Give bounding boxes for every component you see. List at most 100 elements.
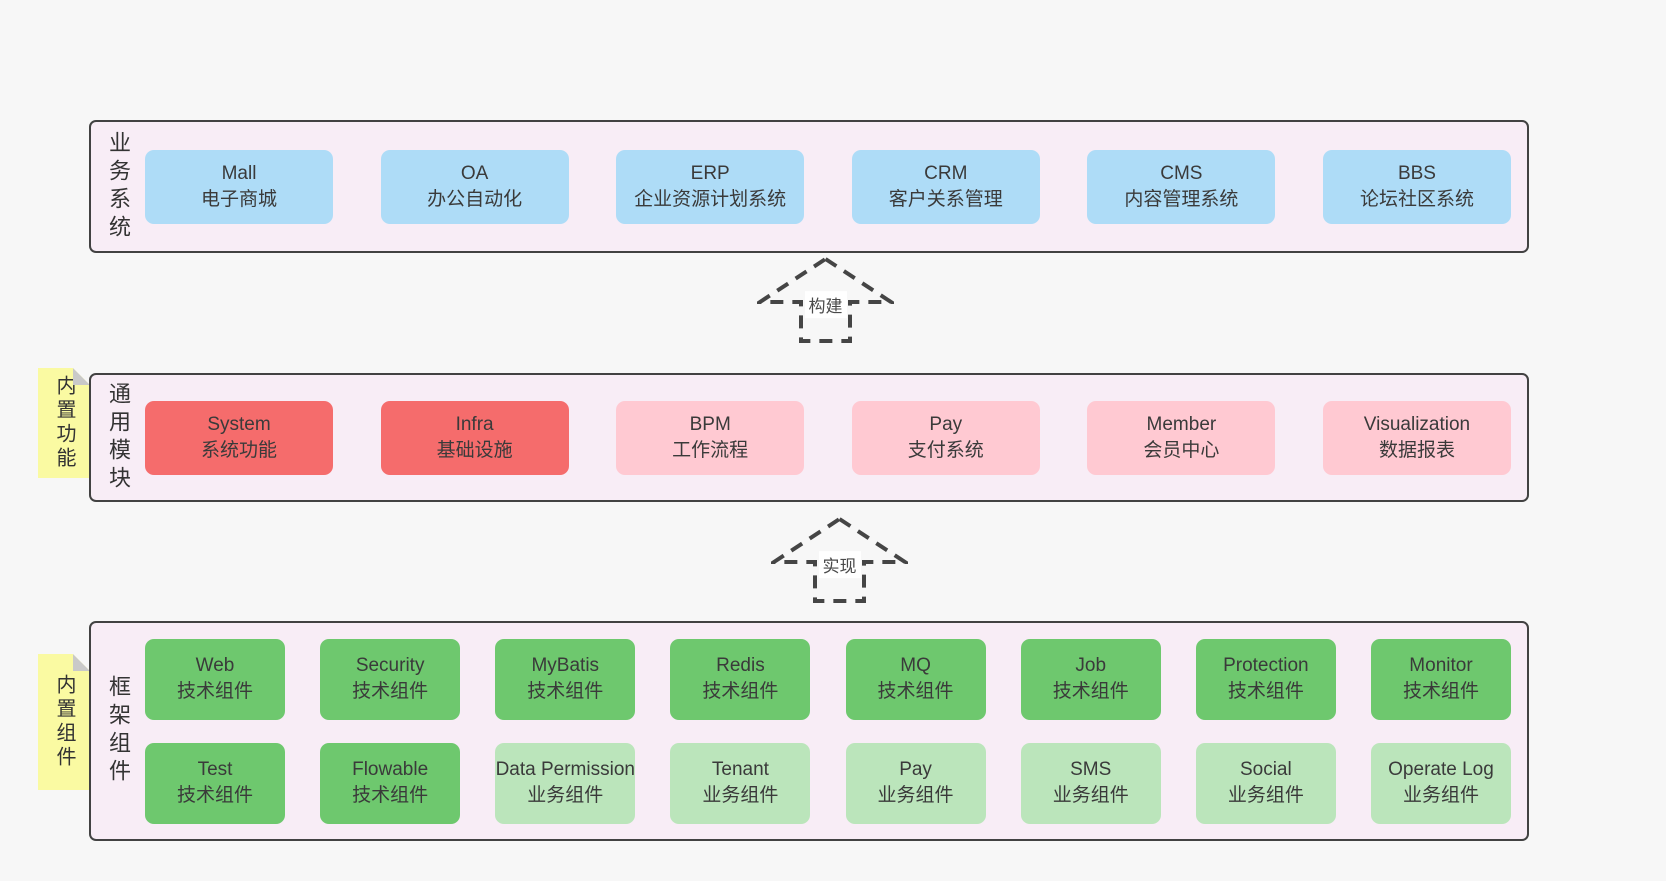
framework-boxes-rows: Web 技术组件 Security 技术组件 MyBatis 技术组件 Redi… xyxy=(145,623,1527,839)
box-title: Operate Log xyxy=(1388,759,1494,780)
box-job: Job 技术组件 xyxy=(1020,638,1161,720)
box-subtitle: 内容管理系统 xyxy=(1124,188,1239,210)
box-data-permission: Data Permission 业务组件 xyxy=(495,742,636,824)
box-subtitle: 办公自动化 xyxy=(427,188,523,210)
box-title: Visualization xyxy=(1363,413,1471,435)
box-title: ERP xyxy=(690,162,730,184)
section-label-text: 业务系统 xyxy=(106,130,131,243)
box-title: Security xyxy=(355,655,425,676)
box-oa: OA 办公自动化 xyxy=(380,149,569,224)
box-redis: Redis 技术组件 xyxy=(670,638,811,720)
section-label-text: 框架组件 xyxy=(106,675,131,787)
box-title: BBS xyxy=(1397,162,1436,184)
section-modules-label: 通用模块 xyxy=(91,375,145,500)
box-social: Social 业务组件 xyxy=(1195,742,1336,824)
box-visualization: Visualization 数据报表 xyxy=(1322,400,1511,475)
folded-corner-icon xyxy=(73,368,90,385)
section-common-modules: 通用模块 System 系统功能 Infra 基础设施 BPM 工作流程 Pay… xyxy=(89,373,1529,502)
box-tenant: Tenant 业务组件 xyxy=(670,742,811,824)
box-subtitle: 业务组件 xyxy=(1052,785,1129,806)
box-subtitle: 基础设施 xyxy=(436,439,513,461)
box-crm: CRM 客户关系管理 xyxy=(851,149,1040,224)
folded-corner-icon xyxy=(73,654,90,671)
box-security: Security 技术组件 xyxy=(320,638,461,720)
section-framework-label: 框架组件 xyxy=(91,623,145,839)
box-subtitle: 技术组件 xyxy=(176,681,253,702)
box-subtitle: 会员中心 xyxy=(1143,439,1220,461)
box-title: Tenant xyxy=(711,759,769,780)
up-arrow-dashed-icon xyxy=(757,256,894,343)
box-title: Data Permission xyxy=(495,759,635,780)
box-system: System 系统功能 xyxy=(145,400,333,475)
box-subtitle: 数据报表 xyxy=(1378,439,1455,461)
box-title: Test xyxy=(197,759,233,780)
box-title: BPM xyxy=(689,413,731,435)
box-title: CMS xyxy=(1160,162,1203,184)
box-subtitle: 业务组件 xyxy=(877,785,954,806)
modules-boxes-row: System 系统功能 Infra 基础设施 BPM 工作流程 Pay 支付系统… xyxy=(145,375,1527,500)
box-bbs: BBS 论坛社区系统 xyxy=(1322,149,1511,224)
box-mq: MQ 技术组件 xyxy=(845,638,986,720)
arrow-build-label: 构建 xyxy=(804,291,847,319)
box-test: Test 技术组件 xyxy=(145,742,285,824)
section-business-systems: 业务系统 Mall 电子商城 OA 办公自动化 ERP 企业资源计划系统 CRM… xyxy=(89,120,1529,253)
box-title: Web xyxy=(195,655,235,676)
section-business-label: 业务系统 xyxy=(91,122,145,251)
box-subtitle: 技术组件 xyxy=(1227,681,1304,702)
box-title: Infra xyxy=(455,413,494,435)
box-web: Web 技术组件 xyxy=(145,638,285,720)
box-title: Pay xyxy=(899,759,932,780)
box-subtitle: 业务组件 xyxy=(527,785,604,806)
business-boxes-row: Mall 电子商城 OA 办公自动化 ERP 企业资源计划系统 CRM 客户关系… xyxy=(145,122,1527,251)
section-label-text: 通用模块 xyxy=(106,381,131,494)
box-subtitle: 技术组件 xyxy=(1052,681,1129,702)
box-title: Monitor xyxy=(1409,655,1473,676)
up-arrow-dashed-icon xyxy=(771,516,908,603)
arrow-implement-label: 实现 xyxy=(818,551,861,579)
box-title: Job xyxy=(1075,655,1107,676)
box-title: Mall xyxy=(221,162,257,184)
box-operate-log: Operate Log 业务组件 xyxy=(1370,742,1511,824)
box-subtitle: 业务组件 xyxy=(1227,785,1304,806)
box-sms: SMS 业务组件 xyxy=(1020,742,1161,824)
box-mall: Mall 电子商城 xyxy=(145,149,333,224)
box-subtitle: 业务组件 xyxy=(1402,785,1479,806)
box-erp: ERP 企业资源计划系统 xyxy=(616,149,805,224)
box-cms: CMS 内容管理系统 xyxy=(1087,149,1276,224)
box-title: CRM xyxy=(924,162,968,184)
arrow-build: 构建 xyxy=(757,256,894,344)
box-infra: Infra 基础设施 xyxy=(380,400,569,475)
tag-built-in-components: 内置组件 xyxy=(38,654,90,790)
arrow-implement: 实现 xyxy=(771,516,908,604)
box-subtitle: 技术组件 xyxy=(352,681,429,702)
tag-text: 内置功能 xyxy=(53,375,75,471)
tag-text: 内置组件 xyxy=(53,674,75,770)
box-bpm: BPM 工作流程 xyxy=(616,400,805,475)
box-subtitle: 支付系统 xyxy=(907,439,984,461)
box-title: Member xyxy=(1146,413,1217,435)
box-subtitle: 技术组件 xyxy=(352,785,429,806)
box-subtitle: 技术组件 xyxy=(702,681,779,702)
box-subtitle: 技术组件 xyxy=(176,785,253,806)
box-subtitle: 技术组件 xyxy=(877,681,954,702)
box-title: Protection xyxy=(1223,655,1309,676)
box-title: OA xyxy=(460,162,489,184)
box-protection: Protection 技术组件 xyxy=(1195,638,1336,720)
box-title: System xyxy=(207,413,271,435)
box-title: MyBatis xyxy=(531,655,600,676)
section-framework-components: 框架组件 Web 技术组件 Security 技术组件 MyBatis 技术组件… xyxy=(89,621,1529,841)
box-monitor: Monitor 技术组件 xyxy=(1370,638,1511,720)
box-subtitle: 系统功能 xyxy=(200,439,277,461)
box-title: Pay xyxy=(929,413,963,435)
box-pay-component: Pay 业务组件 xyxy=(845,742,986,824)
box-mybatis: MyBatis 技术组件 xyxy=(495,638,636,720)
box-title: Flowable xyxy=(352,759,429,780)
box-subtitle: 业务组件 xyxy=(702,785,779,806)
tag-built-in-features: 内置功能 xyxy=(38,368,90,478)
box-subtitle: 工作流程 xyxy=(672,439,749,461)
box-subtitle: 企业资源计划系统 xyxy=(634,188,787,210)
box-subtitle: 技术组件 xyxy=(527,681,604,702)
framework-row-1: Web 技术组件 Security 技术组件 MyBatis 技术组件 Redi… xyxy=(145,638,1511,720)
box-subtitle: 电子商城 xyxy=(200,188,277,210)
box-subtitle: 技术组件 xyxy=(1402,681,1479,702)
